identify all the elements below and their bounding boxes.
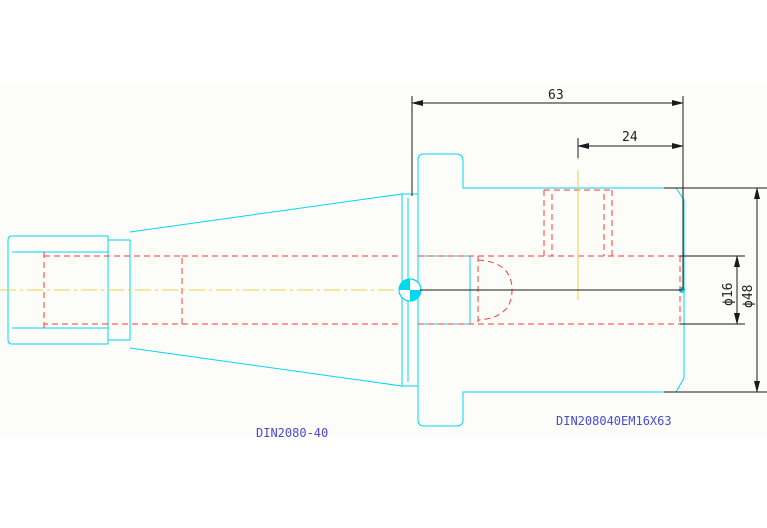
dim-phi48-text: ϕ48 [741,285,756,308]
dimension-lines: 63 24 ϕ16 ϕ48 [411,88,767,393]
left-part-label: DIN2080-40 [256,426,328,440]
center-marker-quadrant [399,279,410,290]
hidden-lines [43,189,681,328]
dim-63-text: 63 [548,88,564,103]
setscrew-hidden [543,189,614,256]
pull-stud-outline [7,235,109,345]
dim-phi16-text: ϕ16 [721,283,736,306]
flange-body-outline [417,153,685,427]
right-part-label: DIN208040EM16X63 [556,414,672,428]
center-marker-quadrant [410,290,421,301]
drawing-area [0,86,767,438]
dim-24-text: 24 [622,130,638,145]
